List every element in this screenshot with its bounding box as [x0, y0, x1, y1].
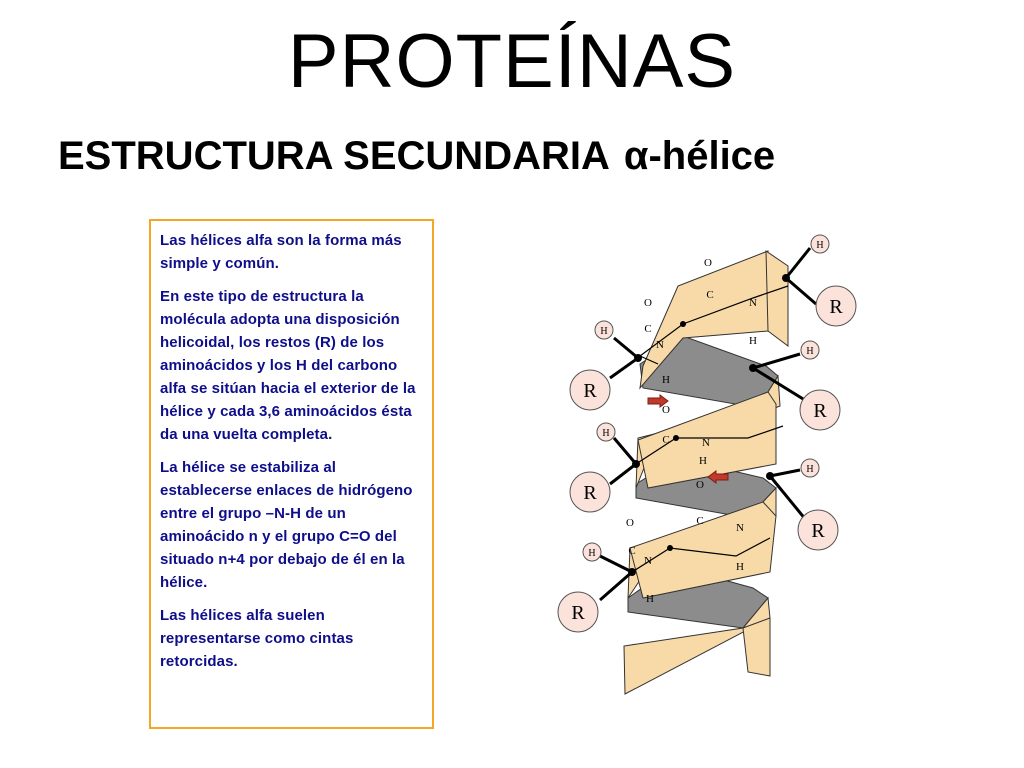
residue-label: R: [583, 482, 597, 504]
residue-label: R: [583, 380, 597, 402]
residue-r-3: R: [799, 389, 841, 431]
alpha-helix-diagram: R R R R R R H H H H H H O C N H O C N H …: [557, 234, 857, 695]
residue-r-4: R: [569, 471, 611, 513]
hydrogen-label: H: [816, 240, 823, 251]
atom-label: C: [696, 515, 703, 527]
subtitle-text: ESTRUCTURA SECUNDARIA: [58, 134, 610, 178]
ribbon-front-1b: [765, 250, 789, 347]
atom-label: H: [646, 593, 654, 605]
alpha-carbon-atom: [628, 568, 636, 576]
atom-label: H: [662, 374, 670, 386]
residue-groups: R R R R R R: [557, 285, 857, 633]
alpha-carbon-atom: [667, 545, 673, 551]
residue-r-5: R: [797, 509, 839, 551]
alpha-carbon-atom: [749, 364, 757, 372]
alpha-carbon-atom: [632, 460, 640, 468]
ribbon-front-5: [629, 501, 777, 599]
hydrogen-label: H: [588, 548, 595, 559]
atom-label: C: [706, 289, 713, 301]
atom-label: N: [656, 339, 664, 351]
substituent-bonds: [599, 247, 817, 602]
subtitle-alpha-helix: α-hélice: [623, 134, 776, 178]
alpha-carbons: [628, 274, 790, 576]
hydrogen-label: H: [806, 346, 813, 357]
residue-r-2: R: [569, 369, 611, 411]
residue-label: R: [811, 520, 825, 542]
helix-ribbon: [623, 250, 789, 695]
atom-label: H: [699, 455, 707, 467]
paragraph-2: En este tipo de estructura la molécula a…: [160, 288, 416, 443]
slide-title: PROTEÍNAS: [287, 19, 737, 104]
alpha-carbon-atom: [634, 354, 642, 362]
alpha-carbon-atom: [782, 274, 790, 282]
residue-label: R: [829, 296, 843, 318]
atom-label: N: [749, 297, 757, 309]
slide-subtitle: ESTRUCTURA SECUNDARIA α-hélice: [58, 134, 775, 178]
atom-label: C: [662, 434, 669, 446]
alpha-carbon-atom: [766, 472, 774, 480]
atom-label: H: [736, 561, 744, 573]
residue-r-6: R: [557, 591, 599, 633]
residue-r-1: R: [815, 285, 857, 327]
atom-label: H: [749, 335, 757, 347]
hbond-arrow-icon: [707, 470, 729, 484]
ribbon-front-6b: [742, 617, 771, 677]
hbond-arrow-icon: [647, 394, 669, 408]
atom-label: N: [644, 555, 652, 567]
hydrogen-label: H: [600, 326, 607, 337]
paragraph-4: Las hélices alfa suelen representarse co…: [160, 607, 354, 670]
backbone-chain: [631, 285, 789, 573]
atom-label: O: [644, 297, 652, 309]
backbone-atom-labels: O C N H O C N H O C N H O C N H O C N H: [626, 257, 757, 605]
hydrogen-label: H: [806, 464, 813, 475]
atom-label: O: [626, 517, 634, 529]
ribbon-front-6: [623, 596, 771, 695]
atom-label: O: [662, 404, 670, 416]
paragraph-1: Las hélices alfa son la forma más simple…: [160, 232, 402, 272]
residue-label: R: [571, 602, 585, 624]
hydrogen-label: H: [602, 428, 609, 439]
atom-label: N: [736, 522, 744, 534]
atom-label: O: [696, 479, 704, 491]
explanation-box: Las hélices alfa son la forma más simple…: [149, 219, 434, 729]
paragraph-3: La hélice se estabiliza al establecerse …: [160, 459, 413, 591]
atom-label: N: [702, 437, 710, 449]
atom-label: C: [644, 323, 651, 335]
hydrogen-atoms: H H H H H H: [582, 234, 830, 562]
hydrogen-bond-arrows: [647, 394, 729, 484]
residue-label: R: [813, 400, 827, 422]
alpha-carbon-atom: [680, 321, 686, 327]
atom-label: O: [704, 257, 712, 269]
atom-label: C: [628, 545, 635, 557]
ribbon-front-3: [637, 391, 777, 489]
alpha-carbon-atom: [673, 435, 679, 441]
